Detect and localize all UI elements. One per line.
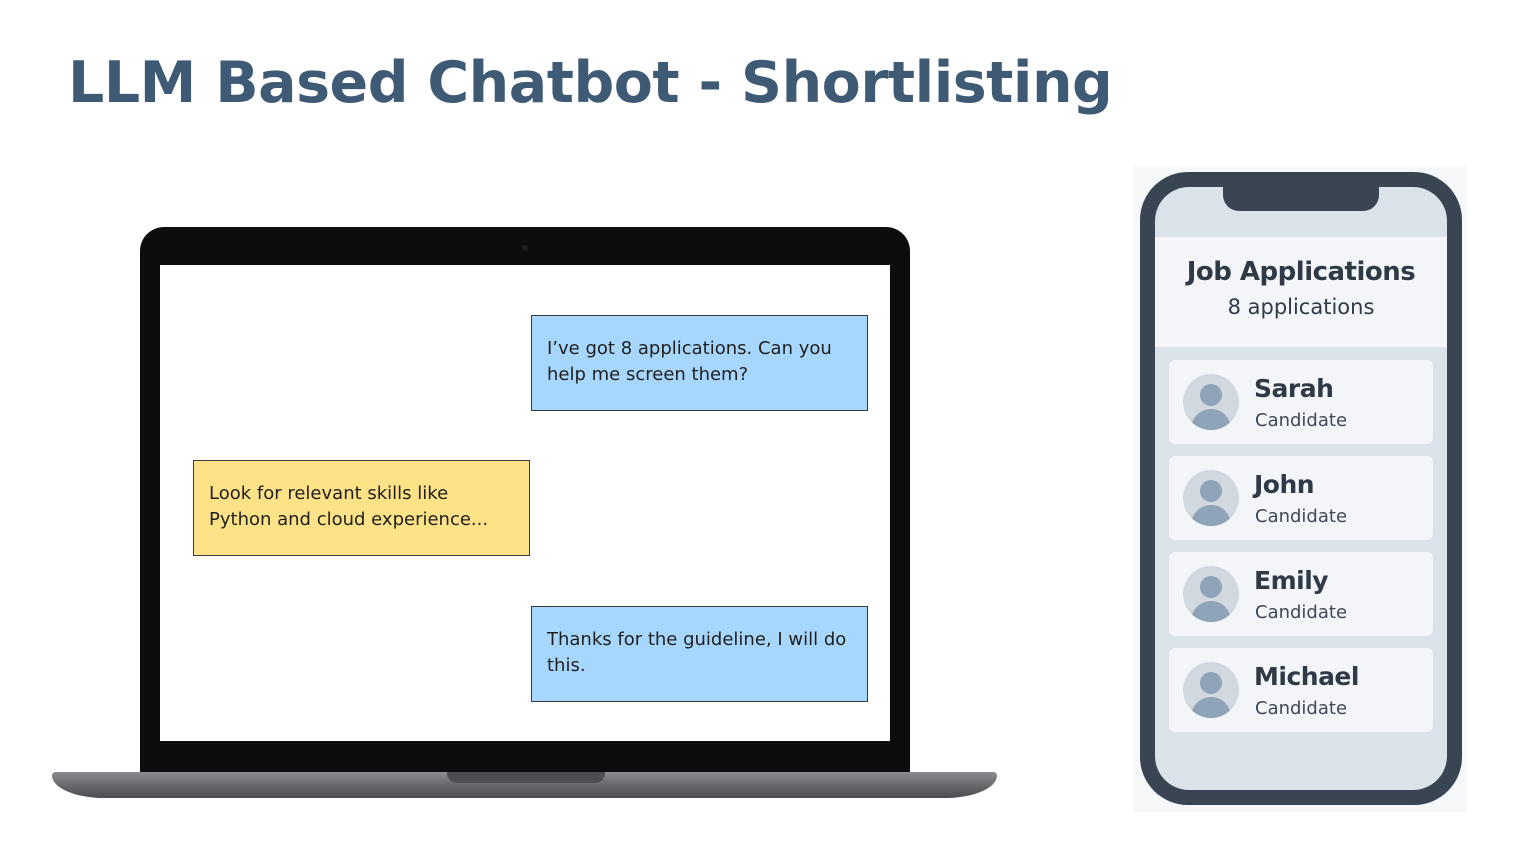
phone-header: Job Applications 8 applications	[1155, 237, 1447, 347]
candidate-card-sarah[interactable]: Sarah Candidate	[1169, 360, 1433, 444]
candidate-role: Candidate	[1255, 602, 1348, 623]
candidate-card-john[interactable]: John Candidate	[1169, 456, 1433, 540]
phone-notch	[1223, 187, 1379, 211]
candidate-name: Sarah	[1254, 374, 1334, 403]
candidate-name: Michael	[1254, 662, 1359, 691]
candidate-card-emily[interactable]: Emily Candidate	[1169, 552, 1433, 636]
candidate-role: Candidate	[1255, 410, 1348, 431]
candidate-name: Emily	[1254, 566, 1329, 595]
bot-message-bubble: Look for relevant skills like Python and…	[193, 460, 530, 556]
candidate-name: John	[1254, 470, 1315, 499]
phone-screen: Job Applications 8 applications Sarah Ca…	[1155, 187, 1447, 790]
laptop-notch	[447, 772, 605, 783]
camera-icon	[522, 245, 528, 251]
user-avatar-icon	[1183, 470, 1239, 526]
candidate-role: Candidate	[1255, 698, 1348, 719]
phone: Job Applications 8 applications Sarah Ca…	[1140, 172, 1462, 805]
user-message-bubble: Thanks for the guideline, I will do this…	[531, 606, 868, 702]
slide-title: LLM Based Chatbot - Shortlisting	[68, 50, 1113, 116]
candidate-list: Sarah Candidate John Candidate Emily Can…	[1169, 360, 1433, 744]
user-message-bubble: I’ve got 8 applications. Can you help me…	[531, 315, 868, 411]
user-avatar-icon	[1183, 566, 1239, 622]
job-applications-title: Job Applications	[1186, 257, 1416, 287]
candidate-card-michael[interactable]: Michael Candidate	[1169, 648, 1433, 732]
laptop-base	[52, 772, 997, 798]
user-avatar-icon	[1183, 374, 1239, 430]
candidate-role: Candidate	[1255, 506, 1348, 527]
applications-count: 8 applications	[1227, 295, 1375, 319]
user-avatar-icon	[1183, 662, 1239, 718]
chat-window: I’ve got 8 applications. Can you help me…	[160, 265, 890, 741]
laptop-lid: I’ve got 8 applications. Can you help me…	[140, 227, 910, 777]
